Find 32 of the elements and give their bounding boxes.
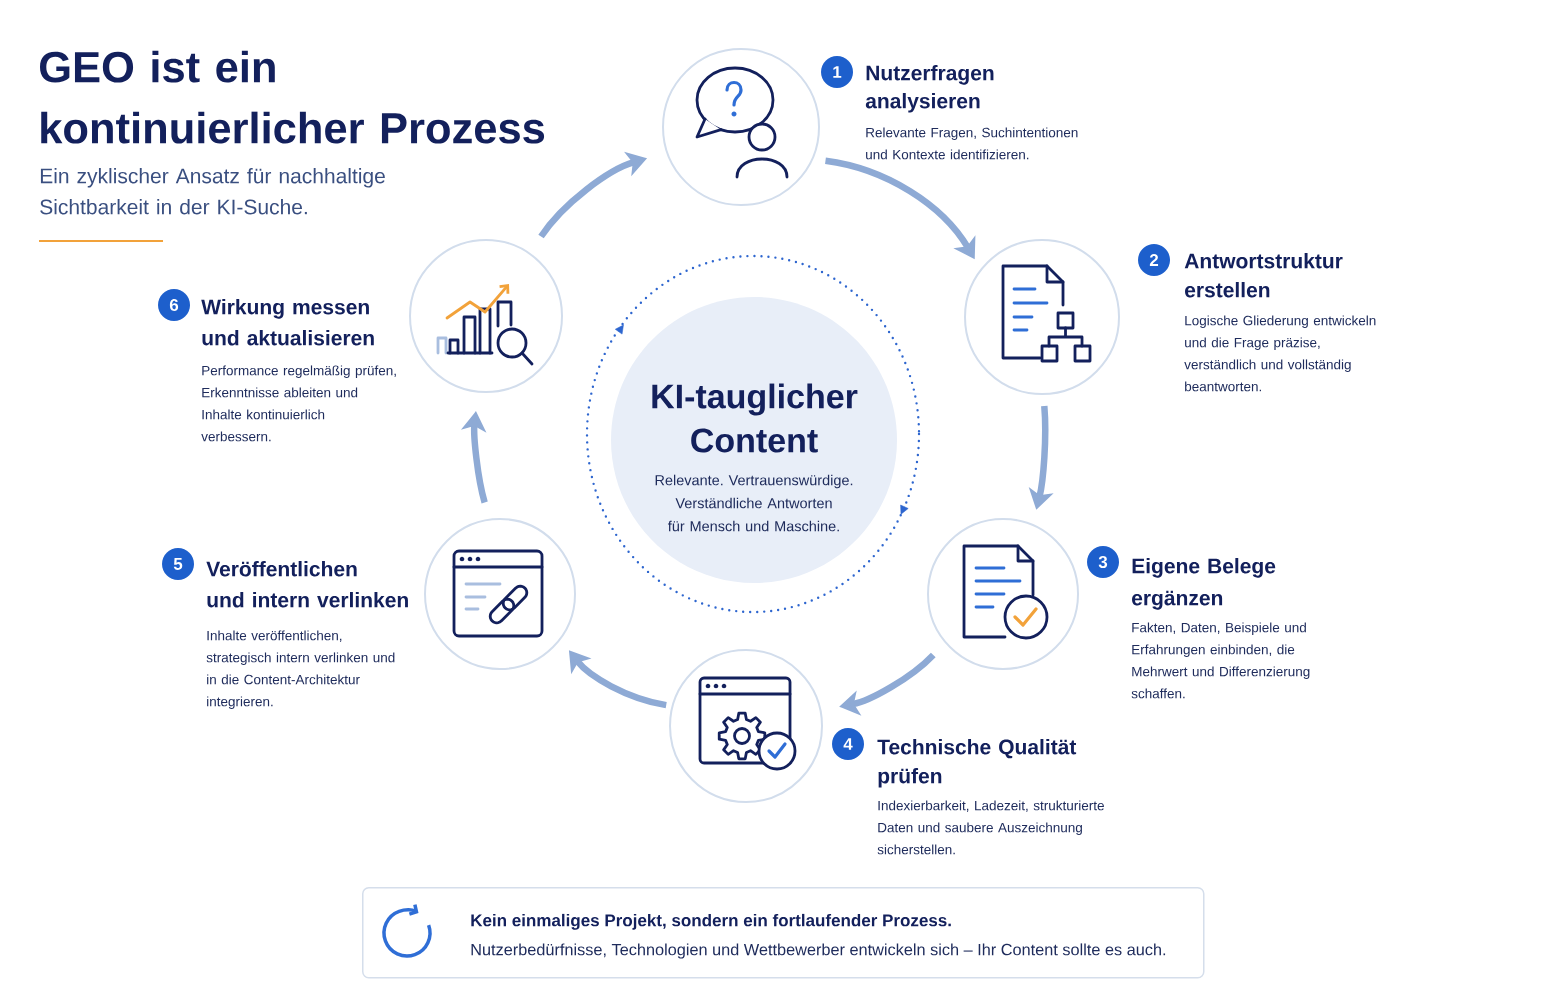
step-circle — [669, 649, 823, 803]
step-heading: Nutzerfragen analysieren — [865, 65, 994, 113]
center-circle — [611, 297, 897, 583]
step-circle — [927, 518, 1079, 670]
step-circle — [409, 239, 563, 393]
step-description: Inhalte veröffentlichen, strategisch intern verlinken und in die Content-Architektur integrieren. — [206, 630, 395, 709]
step-description: Fakten, Daten, Beispiele und Erfahrungen einbinden, die Mehrwert und Differenzierung schaffen. — [1131, 622, 1310, 699]
note-text: Nutzerbedürfnisse, Technologien und Wettbewerber entwickeln sich – Ihr Content sollte es auch. — [471, 943, 1166, 959]
step-heading: Eigene Belege ergänzen — [1132, 558, 1276, 610]
number-badge: 5 — [162, 548, 194, 580]
note-heading: Kein einmaliges Projekt, sondern ein fortlaufender Prozess. — [471, 913, 951, 930]
step-circle — [424, 518, 576, 670]
note-box — [362, 887, 1205, 979]
center-description: Relevante. Vertrauenswürdige. Verständliche Antworten für Mensch und Maschine. — [655, 474, 853, 532]
subtitle: Ein zyklischer Ansatz für nachhaltige Sichtbarkeit in der KI-Suche. — [40, 168, 385, 215]
step-heading: Wirkung messen und aktualisieren — [201, 299, 374, 346]
step-description: Indexierbarkeit, Ladezeit, strukturierte Daten und saubere Auszeichnung sicherstellen. — [877, 800, 1104, 855]
number-badge: 1 — [821, 56, 853, 88]
number-badge: 6 — [158, 289, 190, 321]
step-circle — [964, 239, 1120, 395]
number-badge: 2 — [1138, 244, 1170, 276]
step-heading: Antwortstruktur erstellen — [1184, 253, 1343, 298]
number-badge: 4 — [832, 728, 864, 760]
step-description: Logische Gliederung entwickeln und die Frage präzise, verständlich und vollständig beantworten. — [1184, 315, 1376, 392]
title: GEO ist ein kontinuierlicher Prozess — [40, 50, 545, 144]
step-circle — [662, 48, 820, 206]
number-badge: 3 — [1087, 546, 1119, 578]
step-heading: Technische Qualität prüfen — [877, 739, 1077, 788]
step-heading: Veröffentlichen und intern verlinken — [206, 561, 408, 608]
center-heading: KI-tauglicher Content — [652, 383, 858, 453]
step-description: Performance regelmäßig prüfen, Erkenntnisse ableiten und Inhalte kontinuierlich verbessern. — [201, 365, 396, 442]
step-description: Relevante Fragen, Suchintentionen und Kontexte identifizieren. — [866, 127, 1078, 160]
